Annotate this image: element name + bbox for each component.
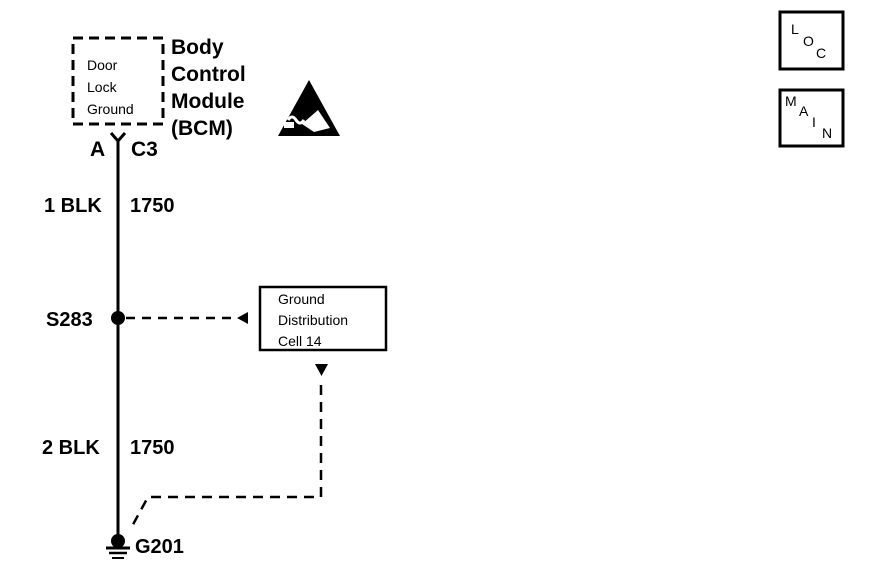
ground-distribution-box <box>258 285 388 352</box>
bcm-component-box <box>71 36 165 126</box>
main-button[interactable]: M A I N <box>778 88 845 148</box>
loc-letter-2: O <box>803 33 814 49</box>
loc-button[interactable]: L O C <box>778 10 845 71</box>
ground-distribution-line-1: Ground <box>278 291 325 307</box>
wire1-color-label: 1 BLK <box>44 195 102 217</box>
ground-label: G201 <box>135 536 184 558</box>
esd-warning-icon <box>278 80 340 136</box>
splice-label: S283 <box>46 309 93 331</box>
ground-distribution-line-2: Distribution <box>278 312 348 328</box>
pin-label: A <box>90 138 105 161</box>
bcm-inner-label-1: Door <box>87 57 118 73</box>
bcm-inner-label-3: Ground <box>87 101 134 117</box>
main-letter-2: A <box>799 103 809 119</box>
bcm-title-line-1: Body <box>171 36 224 59</box>
connector-label: C3 <box>131 138 158 161</box>
left-arrow-icon <box>237 312 248 324</box>
bcm-title-line-3: Module <box>171 90 245 113</box>
main-letter-4: N <box>822 125 832 141</box>
ground-icon <box>106 534 130 559</box>
main-letter-1: M <box>785 93 797 109</box>
wire2-color-label: 2 BLK <box>42 437 100 459</box>
loc-letter-1: L <box>791 21 799 37</box>
wire1-circuit-label: 1750 <box>130 195 175 217</box>
main-letter-3: I <box>812 114 816 130</box>
connector-fork <box>109 132 127 144</box>
splice-dot <box>111 311 125 325</box>
wire2-circuit-label: 1750 <box>130 437 175 459</box>
bcm-title-line-2: Control <box>171 63 246 86</box>
ground-distribution-line-3: Cell 14 <box>278 333 322 349</box>
ground-dashed-path <box>128 385 323 531</box>
down-arrow-icon <box>315 364 328 376</box>
loc-letter-3: C <box>816 45 826 61</box>
bcm-inner-label-2: Lock <box>87 79 118 95</box>
bcm-title-line-4: (BCM) <box>171 117 233 140</box>
